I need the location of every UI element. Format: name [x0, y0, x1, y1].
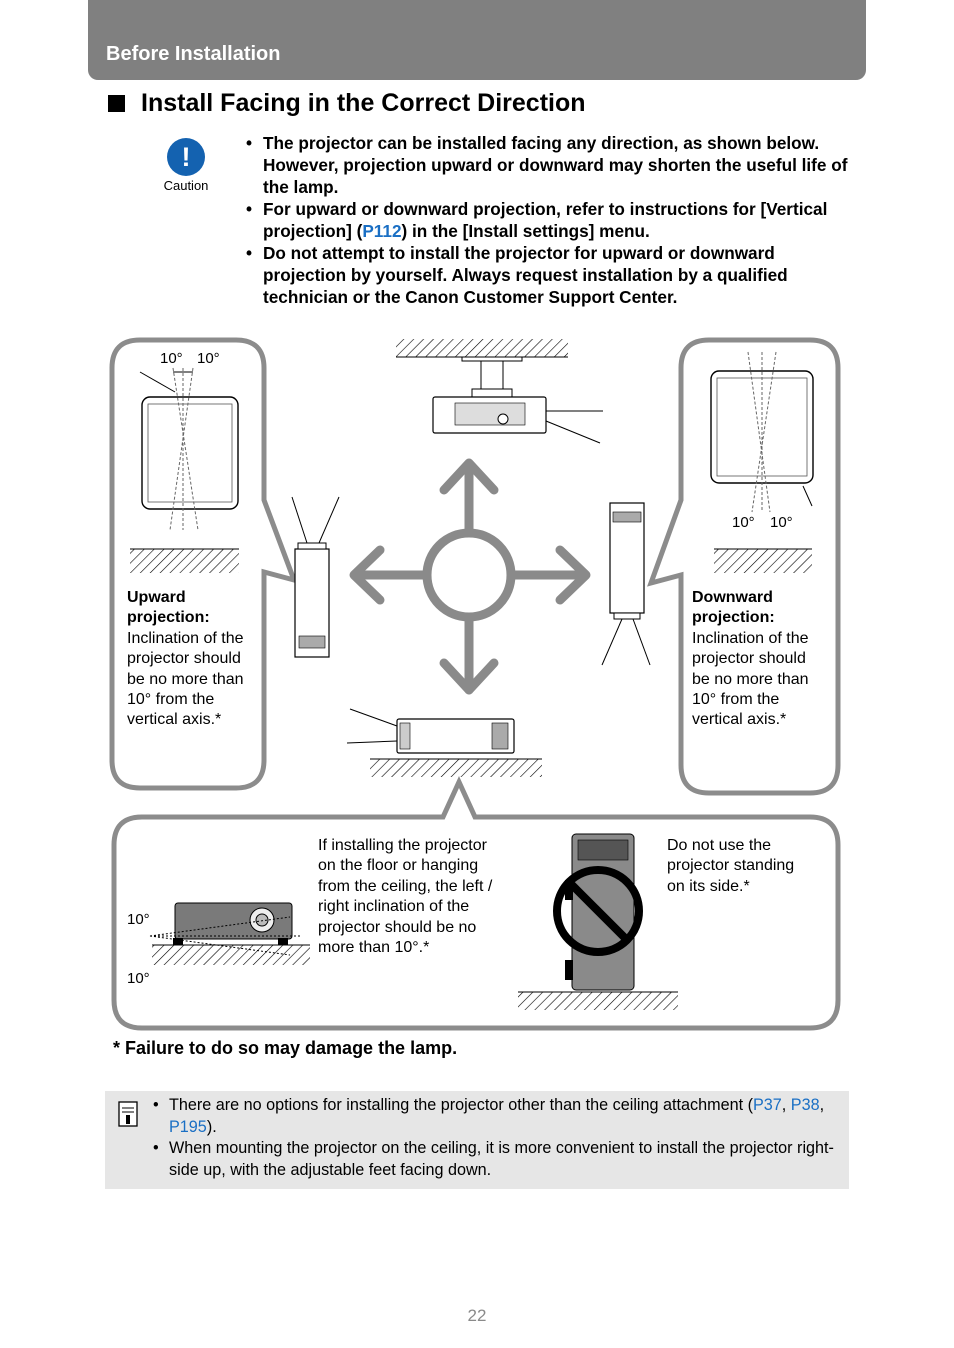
- note-item: There are no options for installing the …: [153, 1095, 841, 1138]
- downward-angle-left: 10°: [732, 514, 755, 531]
- section-title: Install Facing in the Correct Direction: [108, 89, 586, 118]
- page-link[interactable]: P37: [752, 1096, 782, 1114]
- page-number: 22: [467, 1306, 487, 1325]
- page-link[interactable]: P195: [169, 1117, 207, 1136]
- upward-callout-bubble: [109, 337, 299, 791]
- caution-item: Do not attempt to install the projector …: [244, 242, 849, 308]
- floor-caption: If installing the projector on the floor…: [318, 837, 493, 957]
- note-box: There are no options for installing the …: [105, 1091, 849, 1189]
- floor-angle-bottom: 10°: [127, 970, 150, 987]
- direction-compass: [349, 458, 591, 695]
- upward-facing-projector: [291, 496, 340, 658]
- page-link[interactable]: P112: [362, 221, 402, 241]
- caution-item: The projector can be installed facing an…: [244, 132, 849, 198]
- floor-standing-projector: [346, 708, 542, 777]
- side-standing-projector: [518, 833, 678, 1010]
- exclamation-icon: !: [167, 138, 205, 176]
- title-text: Install Facing in the Correct Direction: [141, 89, 586, 117]
- upward-caption: Upward projection: Inclination of the pr…: [127, 589, 244, 729]
- note-list: There are no options for installing the …: [153, 1095, 841, 1181]
- downward-caption: Downward projection: Inclination of the …: [692, 589, 809, 729]
- ceiling-mounted-projector: [396, 339, 603, 444]
- floor-callout-bubble: [111, 775, 841, 1031]
- note-item: When mounting the projector on the ceili…: [153, 1138, 841, 1181]
- caution-label: Caution: [163, 178, 209, 193]
- side-caption: Do not use the projector standing on its…: [667, 837, 795, 895]
- upward-tilted-projector: [130, 367, 239, 573]
- caution-badge: ! Caution: [160, 138, 212, 193]
- title-square-icon: [108, 95, 125, 112]
- downward-angle-right: 10°: [770, 514, 793, 531]
- upward-angle-left: 10°: [160, 350, 183, 367]
- header-bar: Before Installation: [88, 0, 866, 80]
- page-link[interactable]: P38: [790, 1096, 820, 1114]
- caution-list: The projector can be installed facing an…: [244, 132, 849, 308]
- prohibited-icon: [553, 866, 643, 956]
- caution-item: For upward or downward projection, refer…: [244, 198, 849, 242]
- footnote: * Failure to do so may damage the lamp.: [113, 1038, 458, 1058]
- note-icon: [118, 1101, 138, 1127]
- section-label: Before Installation: [106, 43, 281, 65]
- tilted-floor-projector: [149, 902, 310, 965]
- downward-callout-bubble: [647, 337, 841, 796]
- downward-tilted-projector: [710, 351, 814, 573]
- floor-angle-top: 10°: [127, 911, 150, 928]
- upward-angle-right: 10°: [197, 350, 220, 367]
- downward-facing-projector: [601, 502, 651, 666]
